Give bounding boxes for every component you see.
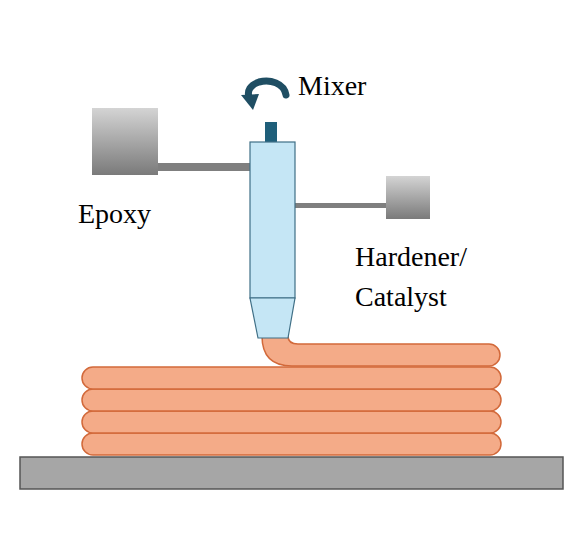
rotation-arrow [241, 81, 286, 110]
mixer-label: Mixer [298, 66, 366, 106]
epoxy-feed-arm [156, 163, 252, 171]
mixing-tube [250, 142, 295, 298]
epoxy-label: Epoxy [78, 194, 151, 234]
mixer-shaft [265, 122, 277, 143]
hardener-feed-arm [293, 203, 388, 208]
epoxy-tank [92, 108, 158, 175]
print-bed [20, 457, 563, 489]
nozzle [250, 298, 295, 338]
hardener-tank [386, 176, 430, 219]
hardener-label: Hardener/ Catalyst [355, 237, 515, 317]
printed-layers [82, 336, 501, 455]
